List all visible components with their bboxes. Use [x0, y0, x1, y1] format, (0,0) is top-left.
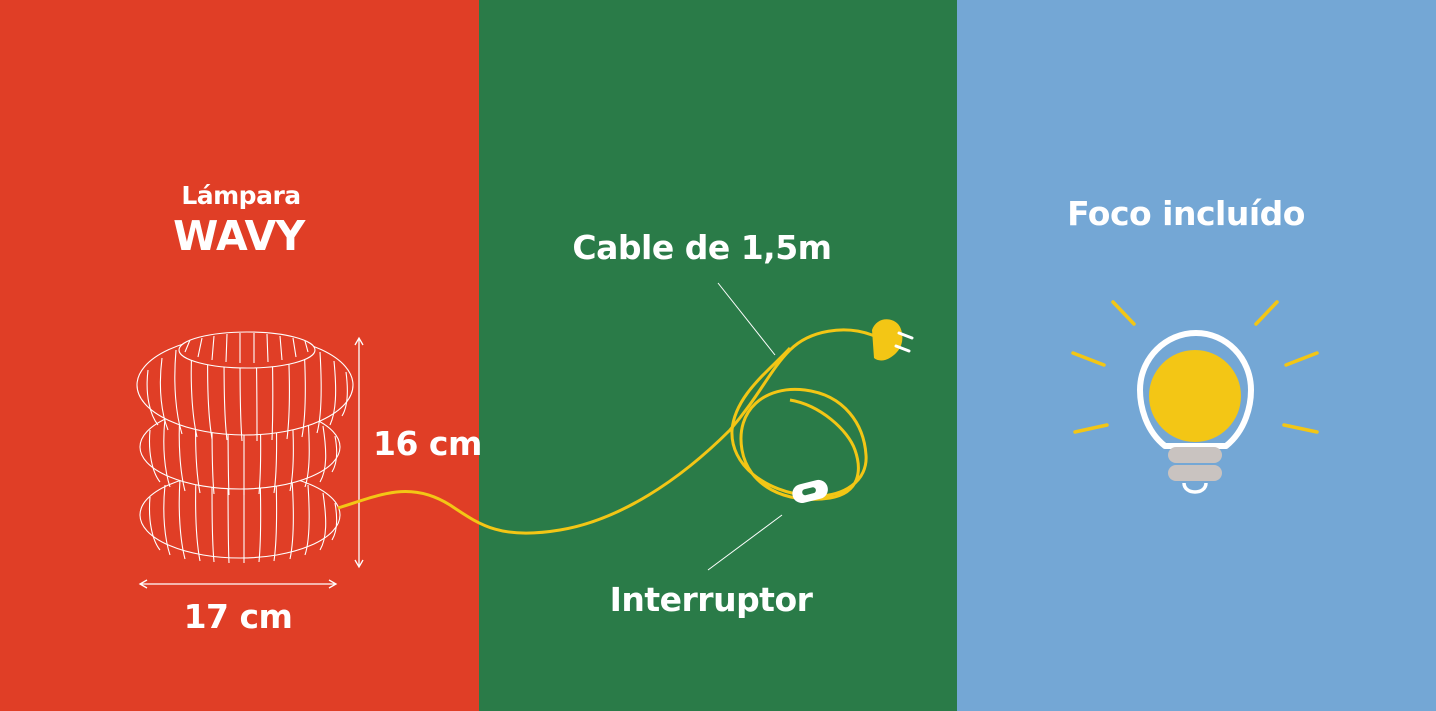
- lamp-illustration: [136, 331, 354, 564]
- switch-icon: [792, 479, 828, 504]
- bulb-icon: [1071, 300, 1319, 494]
- cable-label: Cable de 1,5m: [572, 228, 832, 267]
- height-dimension-arrow: [354, 336, 364, 569]
- plug-icon: [872, 319, 914, 361]
- lamp-subtitle: Lámpara: [181, 181, 301, 210]
- lamp-width-label: 17 cm: [183, 597, 293, 636]
- width-dimension-arrow: [138, 579, 338, 589]
- lamp-height-label: 16 cm: [373, 424, 482, 463]
- cable-coil: [730, 346, 868, 501]
- cable-leader-line: [717, 282, 776, 356]
- switch-label: Interruptor: [609, 580, 813, 619]
- switch-leader-line: [707, 514, 783, 571]
- lamp-name: WAVY: [173, 212, 305, 260]
- cable-line: [337, 328, 882, 535]
- bulb-label: Foco incluído: [1067, 194, 1305, 233]
